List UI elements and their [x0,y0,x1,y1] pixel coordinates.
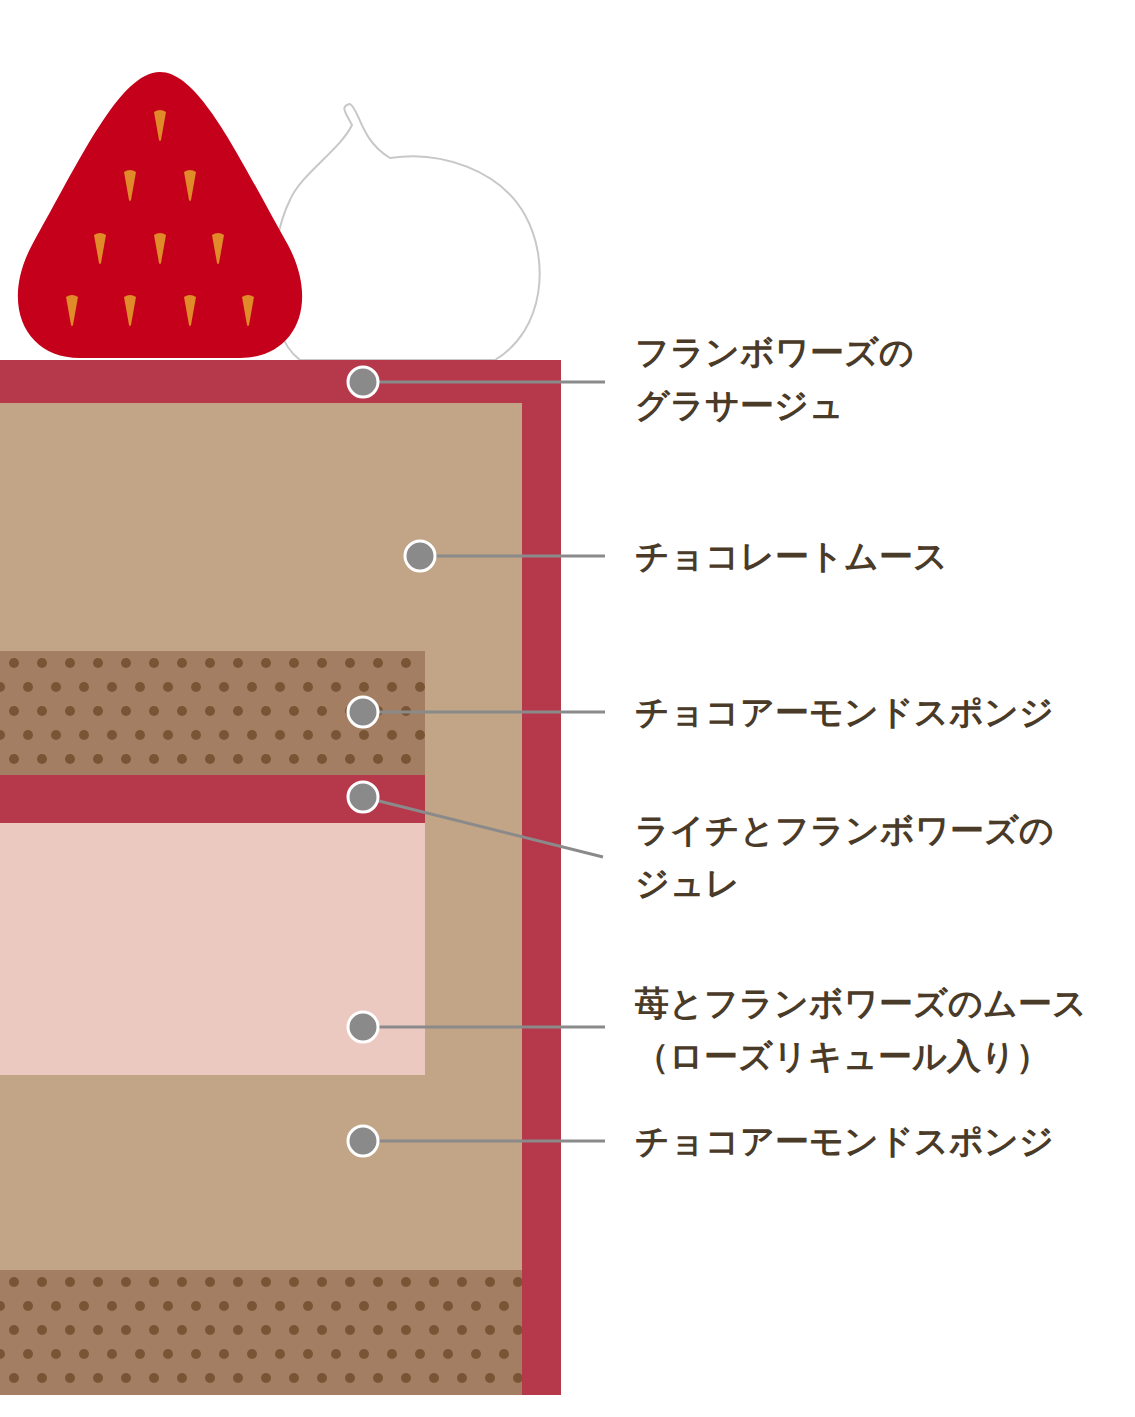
part-label: ライチとフランボワーズの ジュレ [635,804,1125,910]
part-label: 苺とフランボワーズのムース （ローズリキュール入り） [635,977,1125,1083]
berry-mousse [0,823,425,1075]
whipped-cream [273,104,540,360]
leader-lines [363,382,605,1141]
leader-dots [348,367,435,1156]
part-label: フランボワーズの グラサージュ [635,326,1125,432]
jelly-layer [0,775,425,823]
part-label: チョコアーモンドスポンジ [635,686,1125,739]
strawberry [18,72,302,358]
sponge-top [0,651,425,775]
part-label: チョコアーモンドスポンジ [635,1115,1125,1168]
chocolate-mousse [0,403,522,1395]
part-label: チョコレートムース [635,530,1125,583]
sponge-bottom [0,1270,522,1395]
glaze-layer [0,360,561,1395]
